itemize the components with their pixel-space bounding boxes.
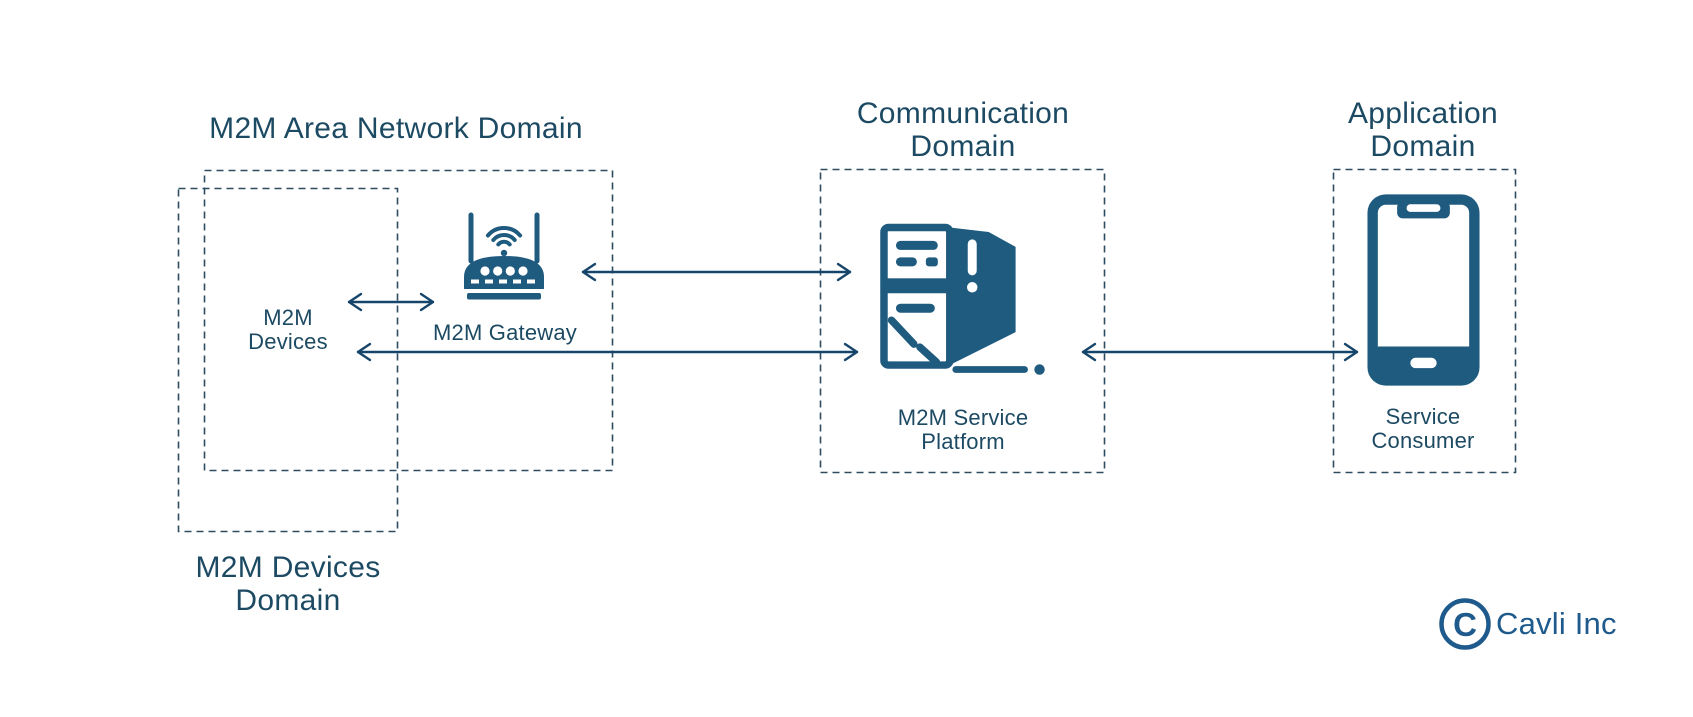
cavli-logo: C [1438,597,1492,651]
title-line: Domain [1370,130,1476,163]
title-line: M2M Devices [195,551,381,584]
server-diagonal-slots [887,316,941,366]
label-line: Service [1385,404,1461,429]
m2m-gateway-label: M2M Gateway [405,321,605,345]
logo-circle [1439,598,1491,650]
arrow-devices-gateway [347,292,435,312]
application-domain-box [1332,168,1517,474]
cavli-company-name: Cavli Inc [1496,606,1617,641]
cavli-logo-mark: C [1439,598,1491,650]
title-line: Communication [856,97,1070,130]
router-base [467,293,541,300]
router-ports [480,266,528,276]
application-domain-title: Application Domain [1273,97,1573,163]
service-consumer-label: Service Consumer [1323,405,1523,453]
title-line: Domain [910,130,1016,163]
label-line: Platform [921,429,1005,454]
communication-domain-box [819,168,1106,474]
phone-frame [1367,194,1480,386]
wifi-waves-icon [485,225,523,247]
server-side-panel [949,227,1016,366]
phone-speaker [1406,204,1441,212]
label-line: Consumer [1371,428,1475,453]
title-line: Application [1347,97,1499,130]
area-network-domain-box [203,169,614,472]
area-network-domain-title: M2M Area Network Domain [146,112,646,145]
arrow-platform-consumer [1081,342,1359,362]
title-line: Domain [235,584,341,617]
m2m-service-platform-label: M2M Service Platform [863,406,1063,454]
devices-domain-box [177,187,399,533]
server-front-details [883,240,950,313]
router-body [464,256,544,289]
server-exclamation-bar [967,239,977,276]
wifi-router-icon [453,203,555,316]
arrow-devices-platform [356,342,859,362]
label-line: M2M Service [897,405,1029,430]
phone-home-button [1410,357,1437,369]
devices-domain-title: M2M Devices Domain [138,551,438,617]
title-line: M2M Area Network Domain [209,112,583,145]
server-tower-icon [878,218,1050,381]
label-line: M2M [263,305,313,330]
label-line: Devices [248,329,328,354]
smartphone-icon [1367,193,1480,392]
arrow-gateway-platform [581,262,852,282]
logo-monogram: C [1453,606,1477,643]
server-ground-dot [1034,364,1045,375]
m2m-devices-label: M2M Devices [188,306,388,354]
label-line: M2M Gateway [432,320,578,345]
server-exclamation-dot [966,282,978,293]
communication-domain-title: Communication Domain [813,97,1113,163]
wifi-dot [500,249,508,257]
